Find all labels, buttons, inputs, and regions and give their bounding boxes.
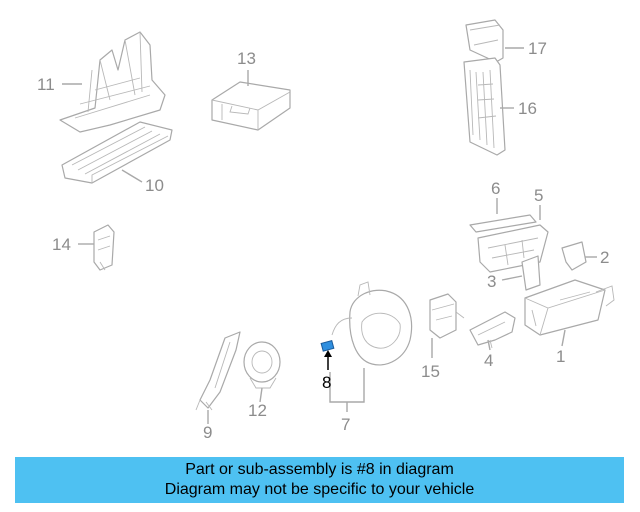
- leader-1: [561, 329, 566, 347]
- banner-line-1: Part or sub-assembly is #8 in diagram: [185, 461, 454, 478]
- callout-6: 6: [491, 179, 500, 198]
- banner-line-2: Diagram may not be specific to your vehi…: [164, 481, 475, 498]
- part-13-module: [211, 81, 291, 131]
- part-17-cap: [465, 19, 504, 63]
- callout-5: 5: [534, 186, 543, 205]
- callout-12: 12: [248, 401, 267, 420]
- leader-3: [501, 275, 523, 281]
- part-2-clip: [561, 241, 587, 271]
- callout-7: 7: [341, 415, 350, 434]
- callout-2: 2: [600, 248, 609, 267]
- callout-8: 8: [322, 373, 331, 392]
- part-9-trim: [195, 331, 241, 411]
- callout-4: 4: [484, 351, 493, 370]
- leader-12: [259, 387, 263, 403]
- part-12-clockspring: [243, 341, 281, 389]
- leader-7: [329, 368, 365, 412]
- callout-11: 11: [37, 75, 55, 94]
- callout-3: 3: [487, 272, 496, 291]
- part-16-bracket: [463, 57, 506, 156]
- callout-15: 15: [421, 362, 440, 381]
- part-11-bracket: [59, 31, 166, 133]
- callout-14: 14: [52, 235, 71, 254]
- part-1-airbag: [524, 279, 615, 336]
- callout-10: 10: [145, 176, 164, 195]
- callout-16: 16: [518, 99, 537, 118]
- callout-13: 13: [237, 49, 256, 68]
- callout-1: 1: [556, 347, 565, 366]
- part-15-sensor: [429, 293, 465, 339]
- part-10-tray: [61, 121, 173, 184]
- info-banner: Part or sub-assembly is #8 in diagram Di…: [15, 457, 624, 503]
- part-8-connector: [320, 339, 335, 352]
- callout-9: 9: [203, 423, 212, 442]
- leader-4: [487, 339, 491, 351]
- leader-8-arrowhead: [324, 350, 332, 357]
- callout-17: 17: [528, 39, 547, 58]
- leader-10: [121, 169, 143, 183]
- part-6-seal: [469, 214, 537, 233]
- part-3-bracket: [521, 255, 541, 291]
- part-4-bracket: [469, 311, 516, 349]
- parts-diagram: 11 10 13 17 16 14 6 5 2 3 1 4 15 12 9 7 …: [37, 19, 615, 442]
- part-7-airbag-module: [331, 281, 413, 366]
- part-14-sensor: [93, 224, 115, 271]
